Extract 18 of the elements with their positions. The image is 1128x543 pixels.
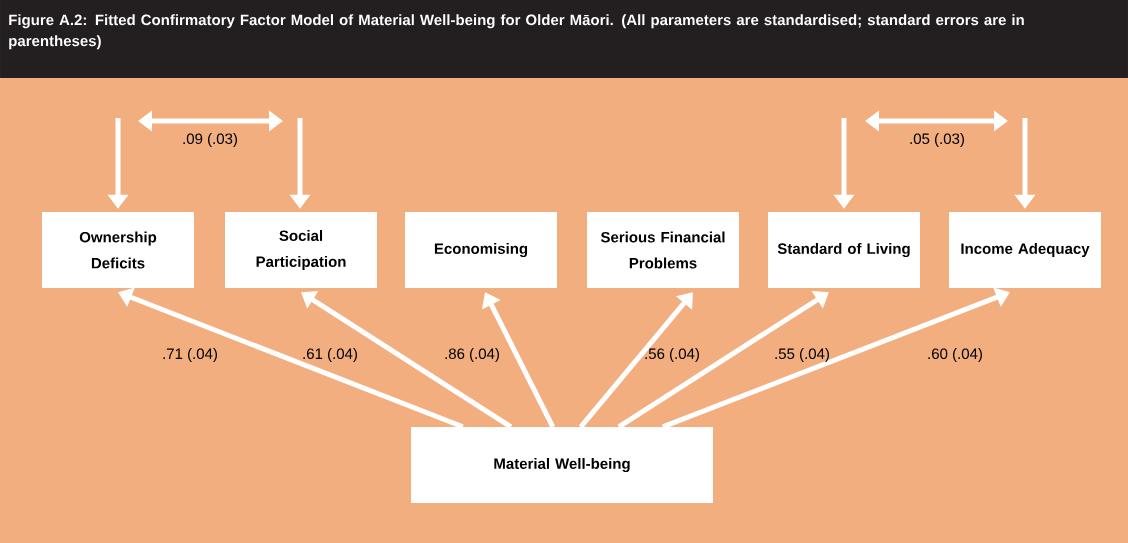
factor-box: Material Well-being xyxy=(411,427,713,503)
edge-label: .56 (.04) xyxy=(645,348,699,362)
title: Figure A.2: Fitted Confirmatory Factor Model of Material Well-being for Older Māori. (All parameters are standardised; standard errors are in parentheses) xyxy=(9,14,1024,50)
indicator-box: Income Adequacy xyxy=(949,212,1101,288)
edge-label: .71 (.04) xyxy=(163,348,217,362)
arrow xyxy=(617,290,829,429)
indicator-box: Serious Financial Problems xyxy=(587,212,739,288)
correlation-label: .05 (.03) xyxy=(910,133,964,147)
indicator-box: Social Participation xyxy=(225,212,377,288)
indicator-box: Standard of Living xyxy=(768,212,920,288)
indicator-box: Ownership Deficits xyxy=(42,212,194,288)
edge-label: .61 (.04) xyxy=(303,348,357,362)
edge-label: .55 (.04) xyxy=(775,348,829,362)
edge-label: .86 (.04) xyxy=(445,348,499,362)
arrow xyxy=(578,292,693,429)
edge-label: .60 (.04) xyxy=(928,348,982,362)
indicator-box: Economising xyxy=(405,212,557,288)
correlation-label: .09 (.03) xyxy=(183,133,237,147)
